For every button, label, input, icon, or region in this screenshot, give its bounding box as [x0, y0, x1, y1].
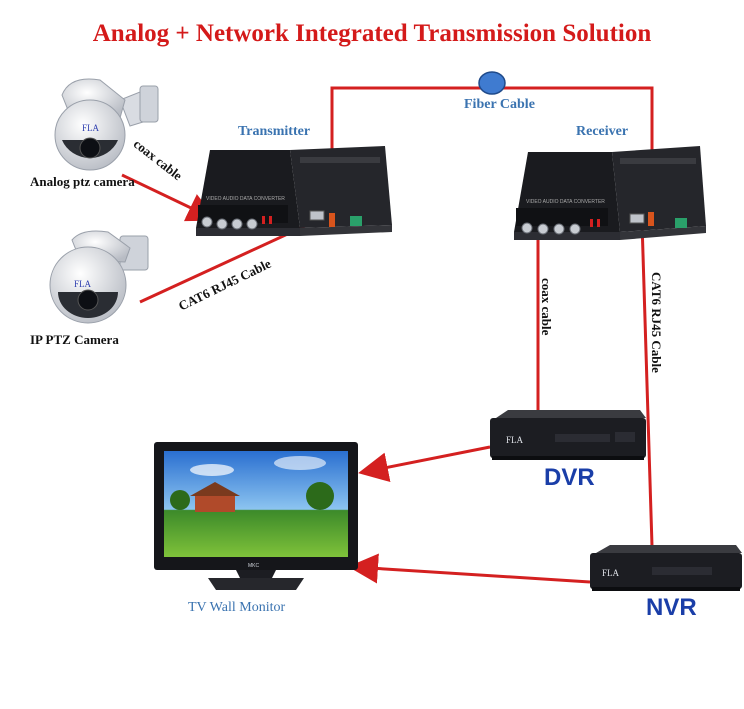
- monitor-brand: MKC: [248, 563, 260, 569]
- fiber-cable-label: Fiber Cable: [464, 97, 535, 112]
- fiber-connector-icon: [478, 71, 506, 95]
- nvr-label: NVR: [646, 594, 697, 621]
- transmitter-label: Transmitter: [238, 124, 311, 139]
- coax-cable-rx-label: coax cable: [539, 278, 554, 336]
- receiver-label: Receiver: [576, 124, 629, 139]
- coax-cable-tx: [121, 173, 218, 222]
- ip-camera-label: IP PTZ Camera: [30, 332, 119, 347]
- analog-camera-label: Analog ptz camera: [30, 174, 135, 189]
- page-title: Analog + Network Integrated Transmission…: [92, 20, 652, 47]
- ip-ptz-camera: FLA: [49, 230, 149, 324]
- dvr-to-monitor-cable: [358, 445, 491, 483]
- camera-brand: FLA: [82, 123, 100, 133]
- cat6-rx-label: CAT6 RJ45 Cable: [649, 272, 664, 373]
- converter-caption-2: VIDEO AUDIO DATA CONVERTER: [526, 199, 605, 205]
- dvr-device: FLA: [490, 410, 646, 460]
- transmitter-device: VIDEO AUDIO DATA CONVERTER: [196, 146, 392, 236]
- nvr-brand: FLA: [602, 568, 620, 578]
- nvr-device: FLA: [590, 545, 742, 591]
- analog-ptz-camera: FLA: [54, 78, 159, 171]
- converter-caption: VIDEO AUDIO DATA CONVERTER: [206, 196, 285, 202]
- receiver-device: VIDEO AUDIO DATA CONVERTER: [514, 146, 706, 240]
- dvr-label: DVR: [544, 464, 595, 491]
- dvr-brand: FLA: [506, 435, 524, 445]
- camera-brand-2: FLA: [74, 279, 92, 289]
- nvr-to-monitor-cable: [348, 553, 591, 584]
- tv-wall-monitor: MKC: [154, 442, 358, 590]
- cat6-cable-rx: [640, 221, 654, 547]
- monitor-label: TV Wall Monitor: [188, 600, 286, 615]
